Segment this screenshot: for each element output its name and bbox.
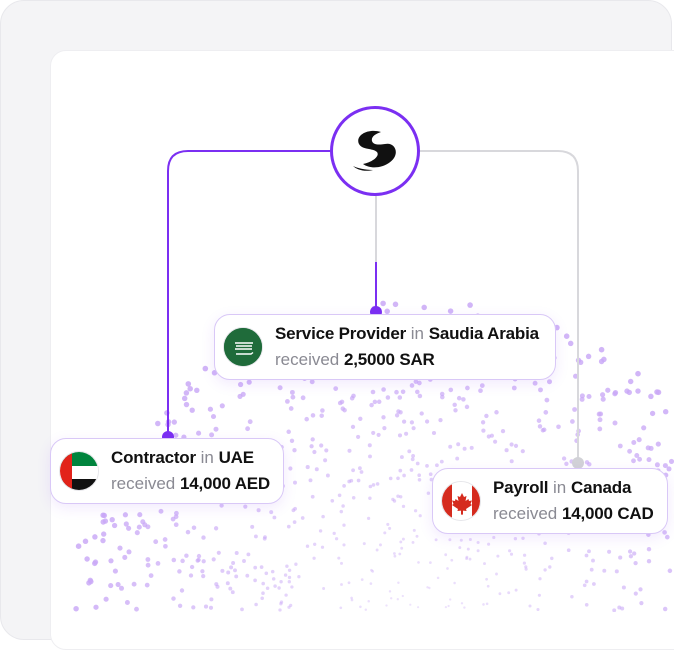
recipient-role: Payroll — [493, 478, 549, 497]
brand-logo-icon — [353, 130, 396, 171]
recipient-country: UAE — [218, 448, 254, 467]
canada-flag-icon — [441, 481, 481, 521]
recipient-card-service-provider: Service Provider in Saudia Arabia receiv… — [214, 314, 556, 380]
connector-lines — [167, 150, 579, 463]
received-amount: 14,000 CAD — [562, 504, 654, 523]
recipient-role: Service Provider — [275, 324, 406, 343]
recipient-country: Canada — [571, 478, 632, 497]
recipient-card-contractor: Contractor in UAE received 14,000 AED — [50, 438, 284, 504]
received-amount: 2,5000 SAR — [344, 350, 435, 369]
in-label: in — [553, 478, 567, 497]
recipient-card-payroll: Payroll in Canada received 14,000 CAD — [432, 468, 668, 534]
uae-flag-icon — [59, 451, 99, 491]
recipient-role: Contractor — [111, 448, 196, 467]
received-label: received — [493, 504, 558, 523]
connector-left — [167, 150, 330, 437]
hub-logo — [330, 106, 420, 196]
in-label: in — [410, 324, 424, 343]
received-amount: 14,000 AED — [180, 474, 270, 493]
connector-end-dot-payroll — [572, 457, 584, 469]
received-label: received — [275, 350, 340, 369]
recipient-country: Saudia Arabia — [428, 324, 539, 343]
in-label: in — [200, 448, 214, 467]
received-label: received — [111, 474, 176, 493]
saudi-arabia-flag-icon — [223, 327, 263, 367]
connector-right — [420, 150, 579, 463]
